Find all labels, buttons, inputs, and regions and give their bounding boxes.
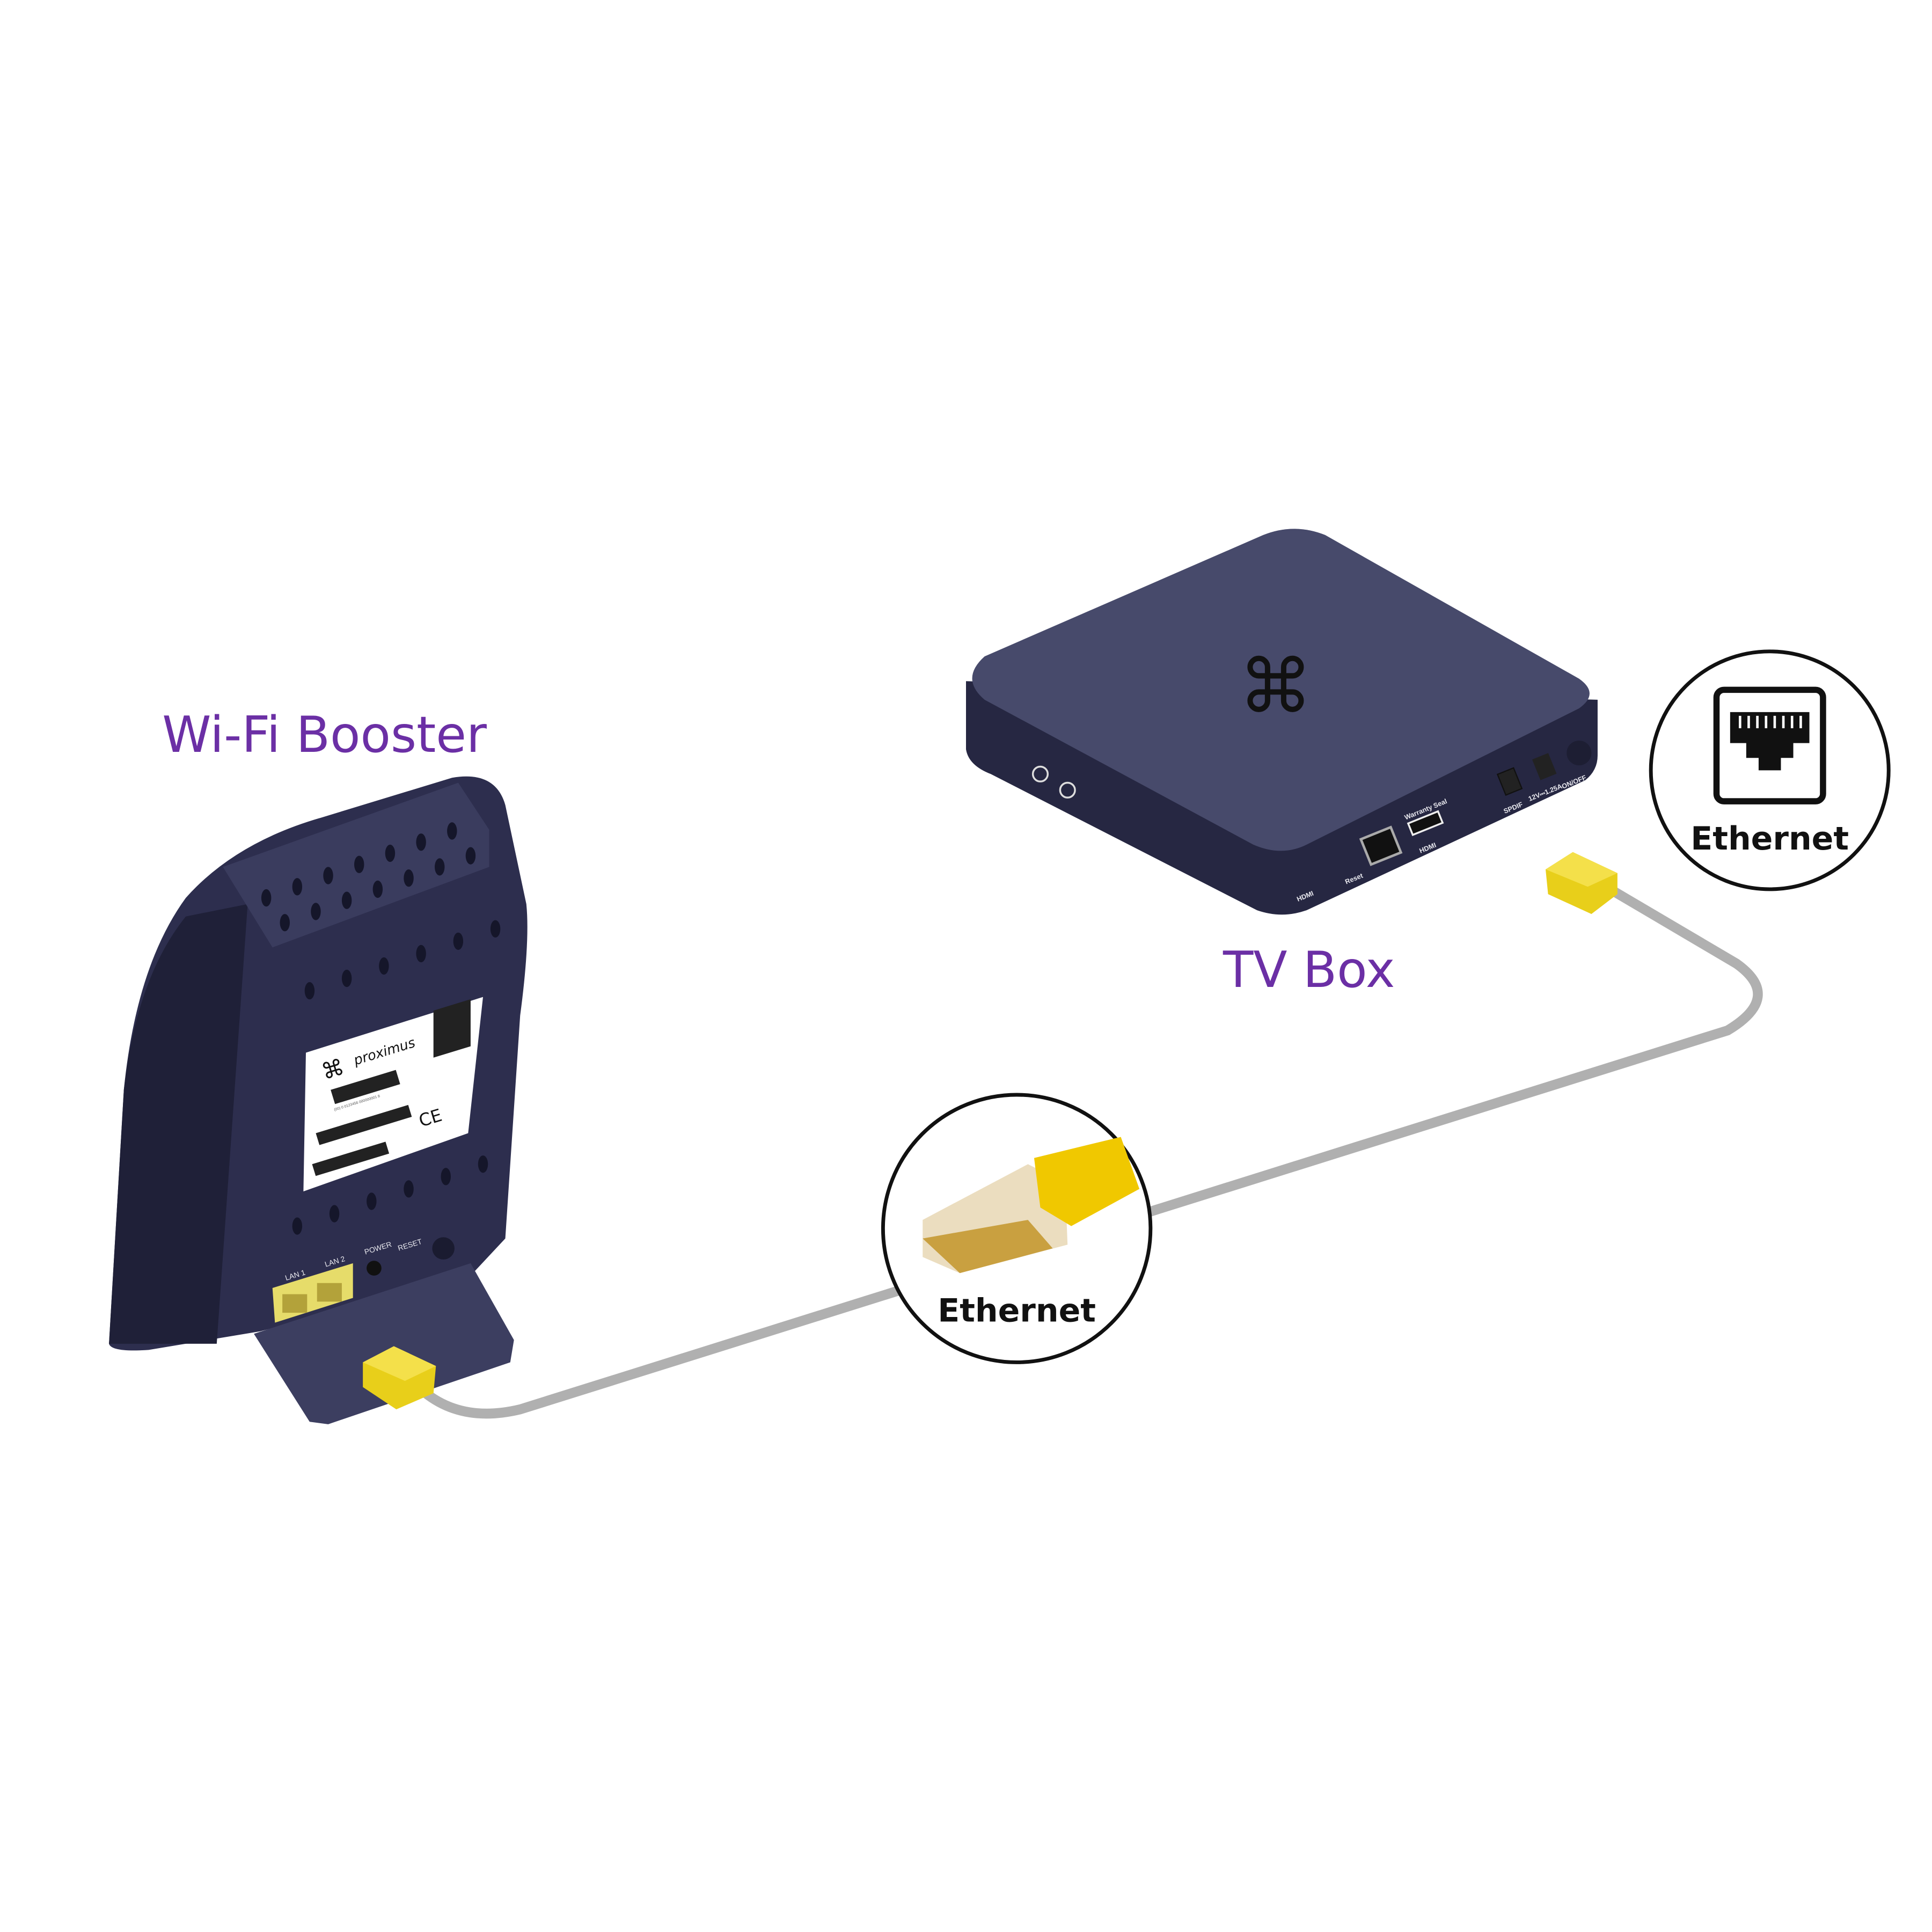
power-jack [367,1261,382,1276]
tv-box-top [972,529,1590,851]
barcodes [312,1070,412,1176]
booster-stand [254,1263,514,1424]
qr-code [433,999,471,1058]
ethernet-cable-callout: Ethernet [881,1093,1153,1364]
tv-ethernet-port [1359,825,1403,866]
rj45-plug-icon [923,1137,1140,1274]
product-sticker: ⌘ proximus (00) 0 0123456 000000001 8 CE [303,997,483,1191]
cable-callout-label: Ethernet [938,1292,1096,1329]
ethernet-port-callout: Ethernet [1649,649,1891,891]
ethernet-connector-booster [363,1346,436,1410]
port-callout-label: Ethernet [1690,820,1849,858]
booster-title: Wi-Fi Booster [162,706,487,764]
tv-spdif-port [1496,767,1523,796]
tv-wps-button [1059,781,1076,799]
tv-hdmi-port [1407,810,1444,836]
ethernet-port-icon [1713,686,1826,804]
lan1-port [282,1294,308,1313]
tv-power-led [1031,765,1049,782]
tv-onoff-button [1567,741,1592,766]
ethernet-connector-tv [1546,852,1618,914]
lan2-port [317,1283,342,1302]
tv-power-jack [1532,753,1557,780]
tv-box-title: TV Box [1223,941,1395,999]
booster-side [109,904,248,1344]
vent-holes [261,822,501,1235]
tv-box-device: ⌘ HDMI Reset Warranty Seal HDMI SPDIF 12… [966,529,1598,915]
tv-box-logo-icon: ⌘ [1239,643,1313,730]
power-button [432,1237,455,1260]
wifi-booster-device: ⌘ proximus (00) 0 0123456 000000001 8 CE… [109,776,528,1424]
